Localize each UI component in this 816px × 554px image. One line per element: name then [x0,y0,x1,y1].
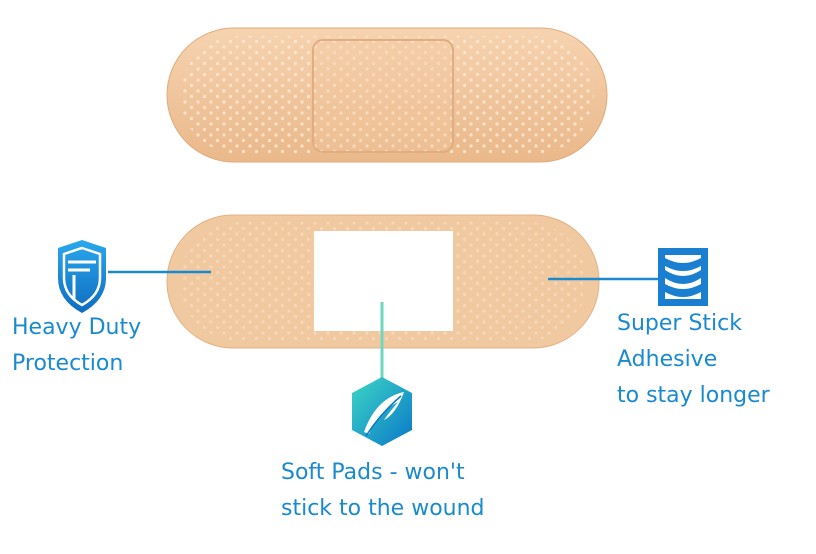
adhesive-grip-icon [658,248,708,306]
bandage-front [166,27,608,163]
shield-icon [58,240,106,313]
adhesive-label-line-2: Adhesive [617,347,718,372]
pads-label: Soft Pads - won't stick to the wound [281,455,485,527]
feather-icon [352,377,412,446]
pads-label-line-1: Soft Pads - won't [281,460,465,485]
adhesive-label-line-3: to stay longer [617,383,770,408]
adhesive-label-line-1: Super Stick [617,311,742,336]
protection-label-line-2: Protection [12,351,124,376]
protection-label: Heavy Duty Protection [12,310,141,382]
protection-label-line-1: Heavy Duty [12,315,142,340]
bandage-back [166,214,600,349]
pads-label-line-2: stick to the wound [281,496,485,521]
adhesive-label: Super Stick Adhesive to stay longer [617,306,770,414]
